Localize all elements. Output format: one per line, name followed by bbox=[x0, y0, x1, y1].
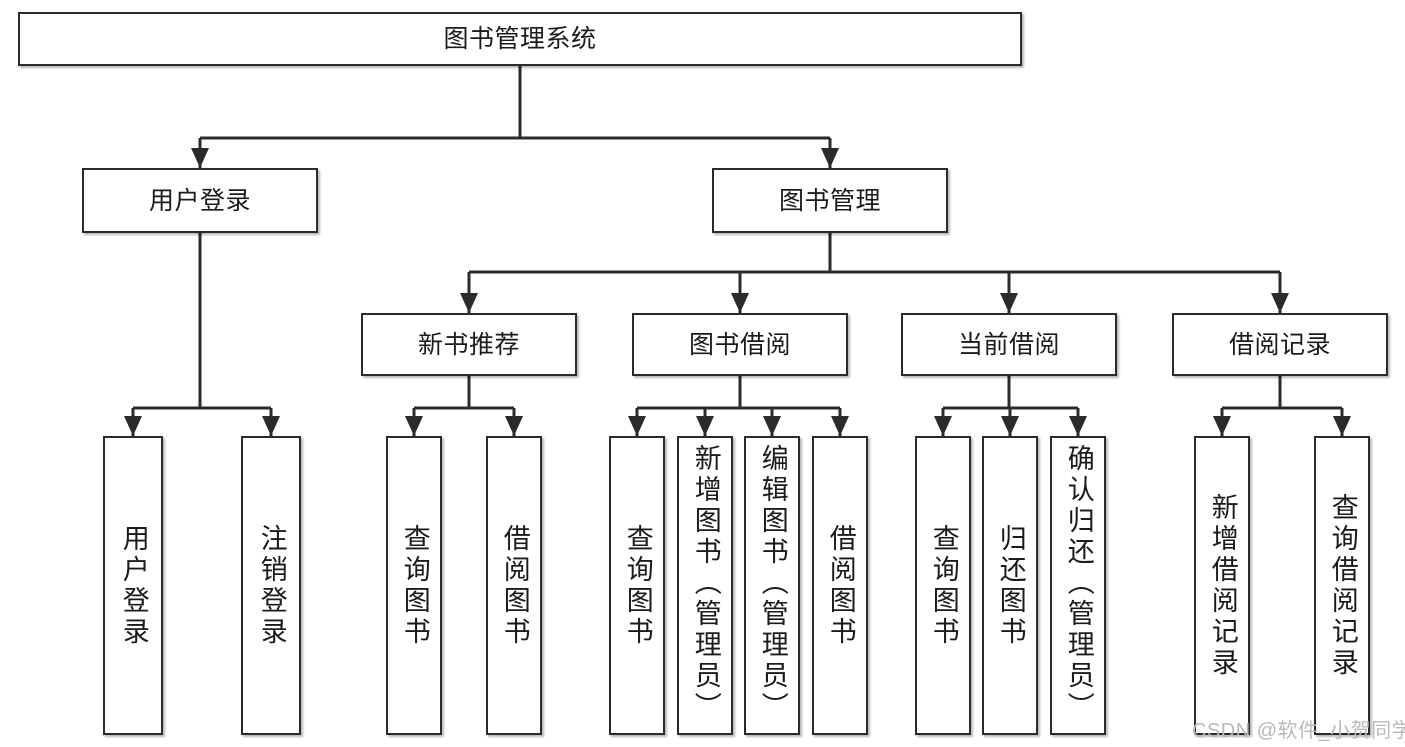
arrow-head-borrow bbox=[731, 293, 749, 313]
arrow-head-leaf-login-2 bbox=[262, 416, 280, 436]
arrow-head-leaf-login-1 bbox=[124, 416, 142, 436]
node-leaf-rec-1: 新增借阅记录 bbox=[1194, 436, 1250, 735]
node-label: 用户登录 bbox=[118, 523, 149, 648]
node-login: 用户登录 bbox=[82, 168, 318, 233]
node-leaf-cur-3: 确认归还（管理员） bbox=[1050, 436, 1106, 735]
node-current: 当前借阅 bbox=[901, 313, 1117, 376]
node-label: 图书管理系统 bbox=[443, 25, 597, 53]
node-label: 确认归还（管理员） bbox=[1063, 444, 1094, 723]
node-leaf-new-1: 查询图书 bbox=[386, 436, 442, 735]
node-label: 新增图书（管理员） bbox=[690, 444, 721, 723]
node-label: 查询图书 bbox=[399, 523, 430, 648]
node-label: 借阅记录 bbox=[1228, 330, 1331, 359]
node-label: 新增借阅记录 bbox=[1207, 492, 1238, 679]
node-label: 注销登录 bbox=[256, 523, 287, 648]
node-leaf-borrow-4: 借阅图书 bbox=[812, 436, 868, 735]
node-label: 用户登录 bbox=[148, 186, 251, 215]
node-label: 归还图书 bbox=[995, 523, 1026, 648]
node-bookmgmt: 图书管理 bbox=[712, 168, 948, 233]
node-root: 图书管理系统 bbox=[18, 12, 1022, 66]
node-label: 借阅图书 bbox=[825, 523, 856, 648]
node-leaf-borrow-2: 新增图书（管理员） bbox=[677, 436, 733, 735]
arrow-head-leaf-borrow-4 bbox=[831, 416, 849, 436]
arrow-head-leaf-new-2 bbox=[505, 416, 523, 436]
node-leaf-login-2: 注销登录 bbox=[241, 436, 301, 735]
node-label: 编辑图书（管理员） bbox=[757, 444, 788, 723]
node-leaf-new-2: 借阅图书 bbox=[486, 436, 542, 735]
arrow-head-leaf-borrow-1 bbox=[628, 416, 646, 436]
arrow-head-leaf-borrow-3 bbox=[763, 416, 781, 436]
node-label: 查询图书 bbox=[928, 523, 959, 648]
node-label: 图书借阅 bbox=[688, 330, 791, 359]
arrow-head-leaf-borrow-2 bbox=[696, 416, 714, 436]
node-leaf-cur-2: 归还图书 bbox=[982, 436, 1038, 735]
node-label: 图书管理 bbox=[778, 186, 881, 215]
node-label: 借阅图书 bbox=[499, 523, 530, 648]
node-label: 查询借阅记录 bbox=[1327, 492, 1358, 679]
node-newbook: 新书推荐 bbox=[361, 313, 577, 376]
arrow-head-leaf-cur-1 bbox=[934, 416, 952, 436]
node-label: 当前借阅 bbox=[957, 330, 1060, 359]
node-leaf-login-1: 用户登录 bbox=[103, 436, 163, 735]
node-leaf-borrow-1: 查询图书 bbox=[609, 436, 665, 735]
node-borrow: 图书借阅 bbox=[632, 313, 848, 376]
node-leaf-cur-1: 查询图书 bbox=[915, 436, 971, 735]
node-label: 新书推荐 bbox=[417, 330, 520, 359]
arrow-head-leaf-rec-2 bbox=[1333, 416, 1351, 436]
arrow-head-leaf-cur-2 bbox=[1001, 416, 1019, 436]
arrow-head-leaf-cur-3 bbox=[1069, 416, 1087, 436]
node-leaf-rec-2: 查询借阅记录 bbox=[1314, 436, 1370, 735]
arrow-head-newbook bbox=[460, 293, 478, 313]
arrow-head-leaf-rec-1 bbox=[1213, 416, 1231, 436]
node-leaf-borrow-3: 编辑图书（管理员） bbox=[744, 436, 800, 735]
node-records: 借阅记录 bbox=[1172, 313, 1388, 376]
arrow-head-bookmgmt bbox=[821, 148, 839, 168]
arrow-head-records bbox=[1271, 293, 1289, 313]
arrow-head-login bbox=[191, 148, 209, 168]
arrow-head-leaf-new-1 bbox=[405, 416, 423, 436]
arrow-head-current bbox=[1000, 293, 1018, 313]
node-label: 查询图书 bbox=[622, 523, 653, 648]
